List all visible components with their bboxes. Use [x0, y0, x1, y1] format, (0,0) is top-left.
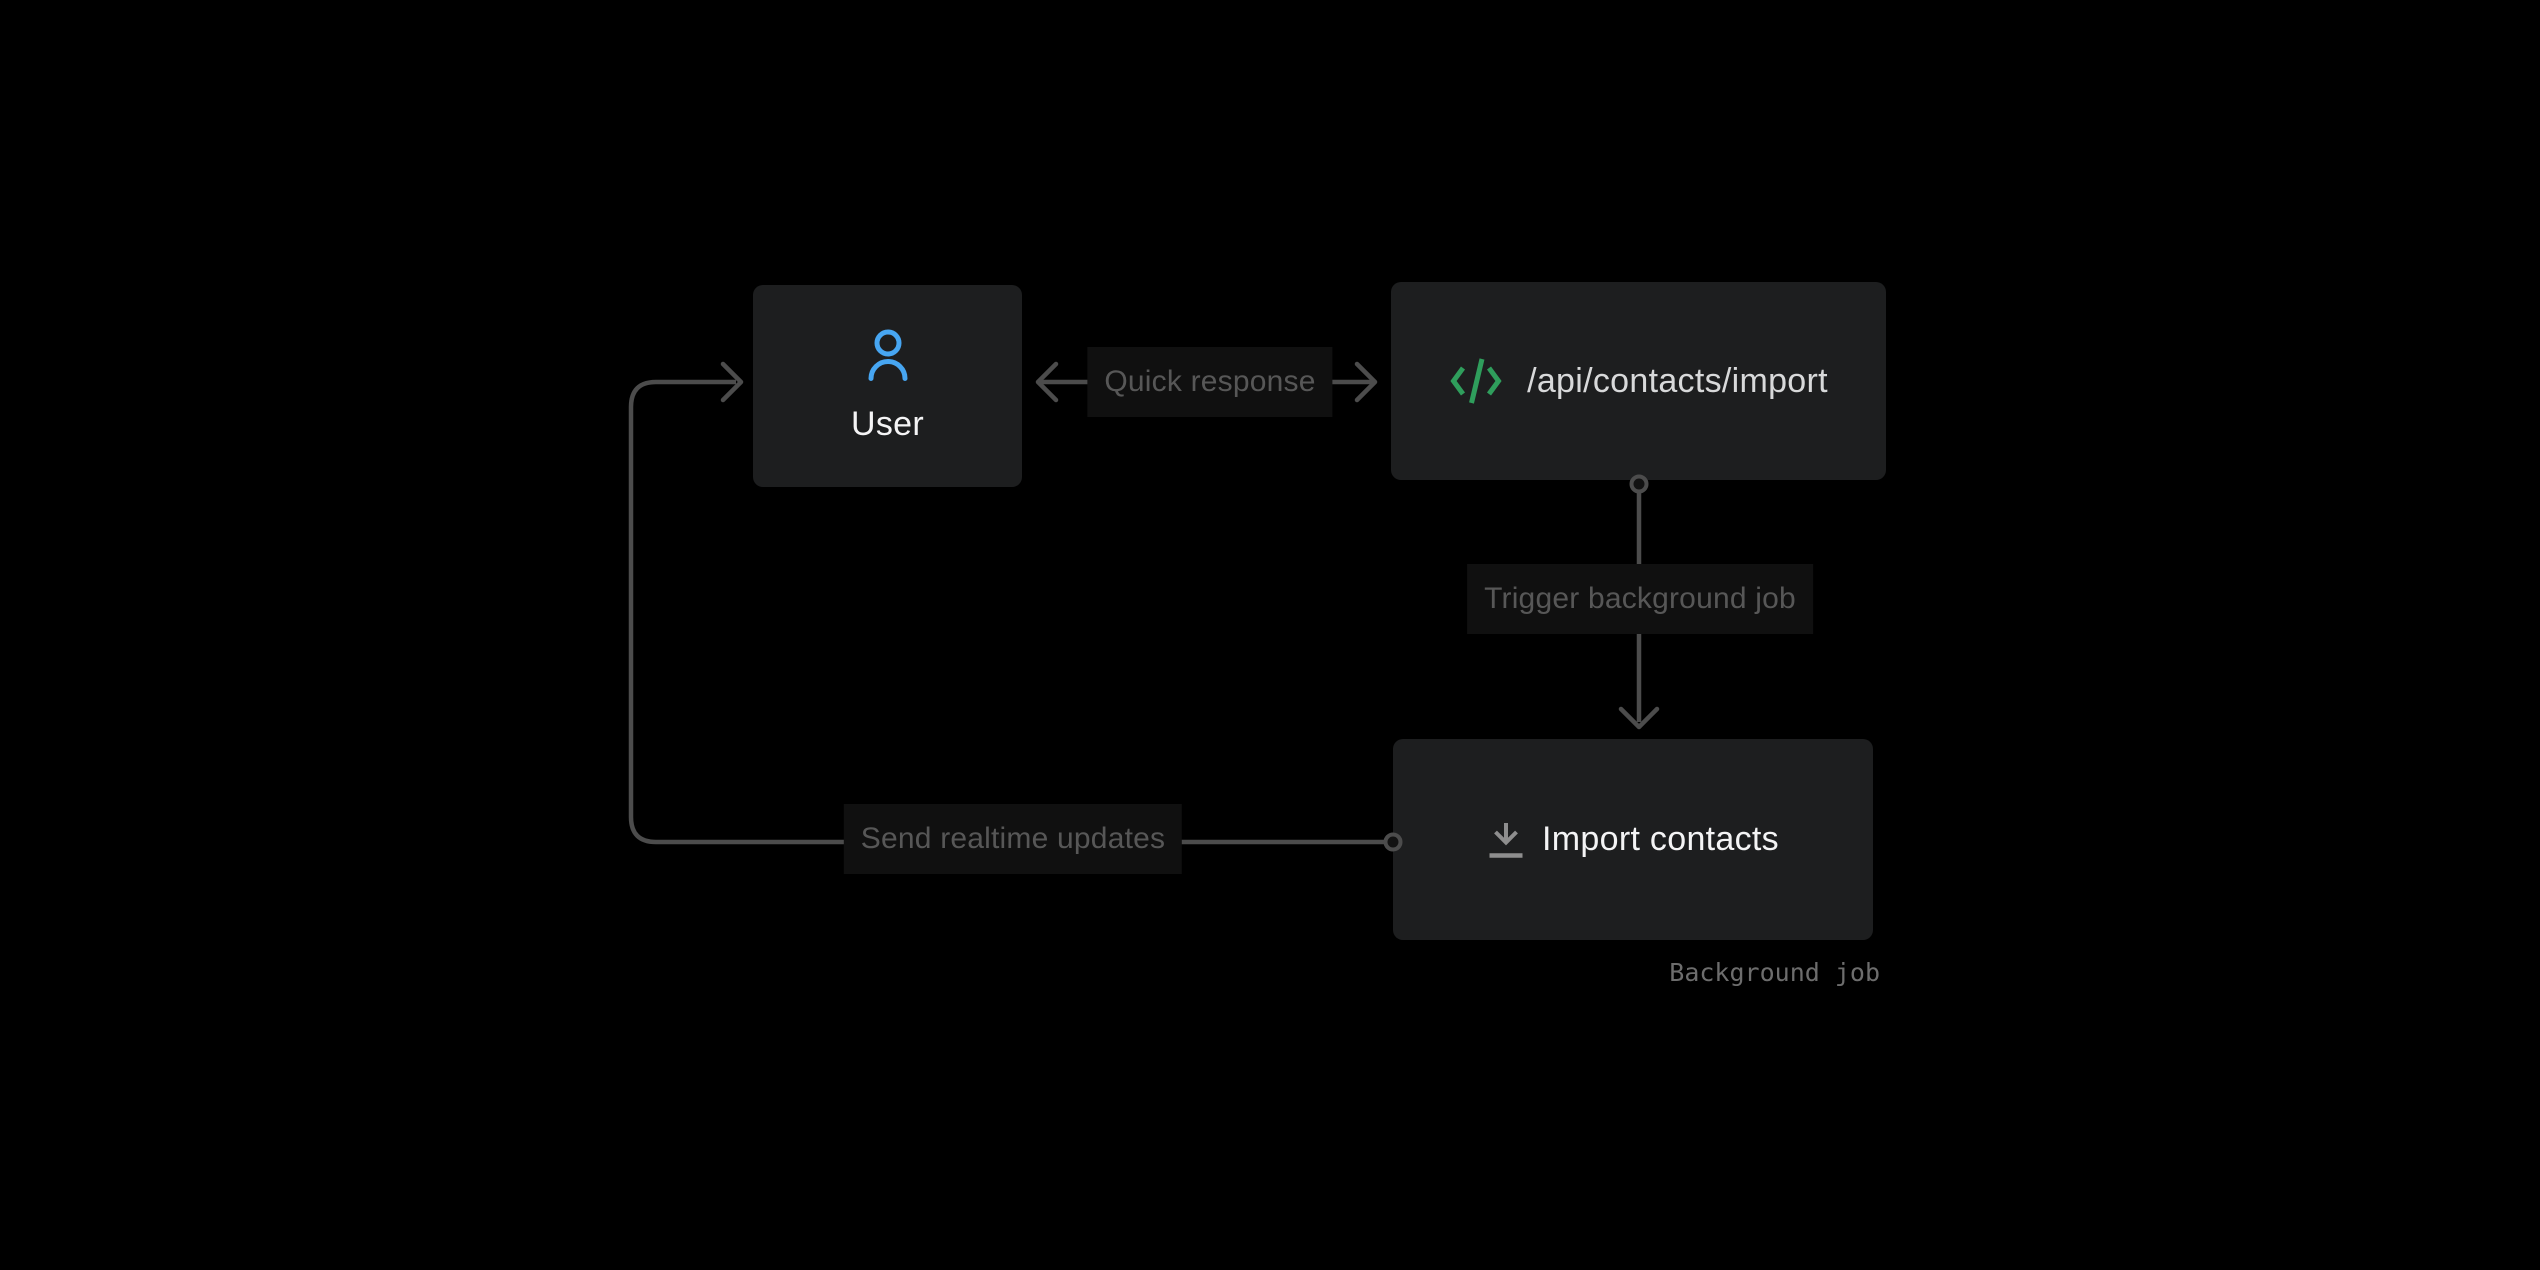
arrowhead-loop-to-user-icon	[720, 361, 744, 403]
import-node-label: Import contacts	[1542, 820, 1779, 858]
node-api-endpoint: /api/contacts/import	[1391, 282, 1886, 480]
edge-label-send-realtime-updates: Send realtime updates	[843, 804, 1183, 874]
arrowhead-to-api-icon	[1354, 361, 1378, 403]
edge-label-trigger-background-job: Trigger background job	[1467, 564, 1813, 634]
arrowhead-to-user-icon	[1035, 361, 1059, 403]
download-icon	[1487, 821, 1525, 859]
api-node-label: /api/contacts/import	[1527, 361, 1828, 400]
node-user: User	[753, 285, 1022, 487]
user-node-label: User	[851, 404, 924, 443]
arrowhead-to-import-icon	[1618, 706, 1660, 730]
edge-label-quick-response: Quick response	[1087, 347, 1333, 417]
code-icon	[1449, 355, 1503, 407]
background-job-caption: Background job	[1669, 958, 1880, 987]
node-import-contacts: Import contacts	[1393, 739, 1873, 940]
user-icon	[868, 329, 908, 381]
